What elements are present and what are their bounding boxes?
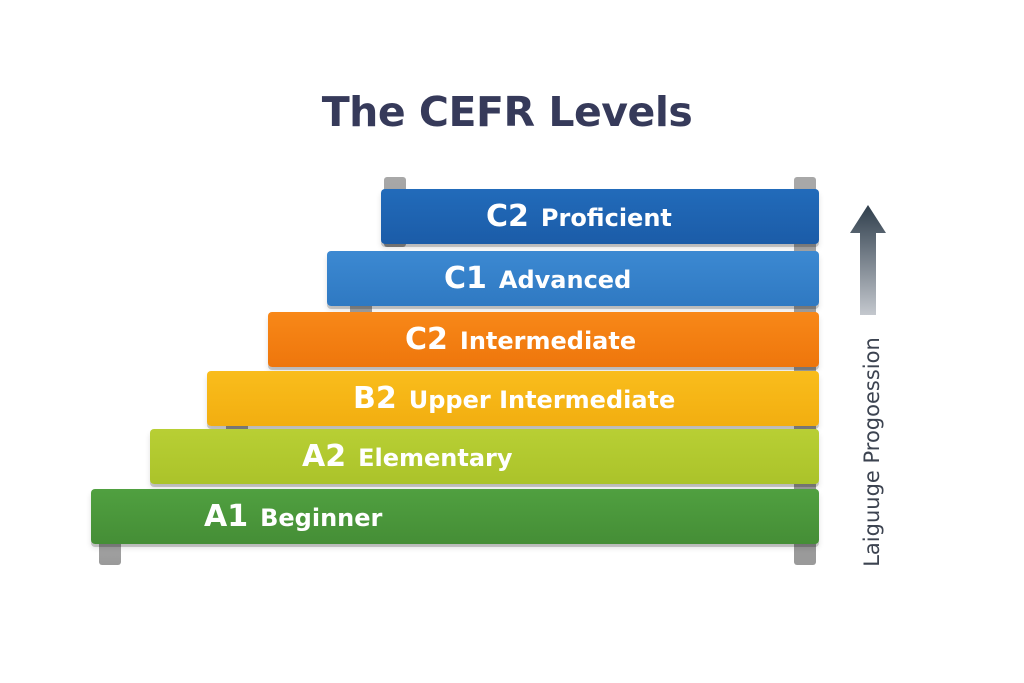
- level-bar-c2-proficient: C2 Proficient: [381, 189, 819, 244]
- up-arrow-icon: [850, 205, 886, 315]
- level-name: Beginner: [260, 504, 383, 532]
- level-bar-b2-upper-intermediate: B2 Upper Intermediate: [207, 371, 819, 426]
- progression-label: Laiguuge Progoession: [860, 337, 884, 567]
- level-code: A1: [204, 499, 249, 534]
- level-name: Advanced: [498, 266, 632, 294]
- level-bar-intermediate: C2 Intermediate: [268, 312, 819, 367]
- level-code: C1: [444, 261, 487, 296]
- level-name: Upper Intermediate: [408, 386, 676, 414]
- level-bar-c1-advanced: C1 Advanced: [327, 251, 819, 306]
- level-code: C2: [405, 322, 448, 357]
- level-code: A2: [302, 439, 347, 474]
- level-name: Proficient: [540, 204, 672, 232]
- level-code: B2: [353, 381, 397, 416]
- level-code: C2: [486, 199, 529, 234]
- level-bar-a1-beginner: A1 Beginner: [91, 489, 819, 544]
- level-bar-a2-elementary: A2 Elementary: [150, 429, 819, 484]
- page-title: The CEFR Levels: [321, 88, 693, 136]
- level-name: Elementary: [358, 444, 513, 472]
- level-name: Intermediate: [459, 327, 637, 355]
